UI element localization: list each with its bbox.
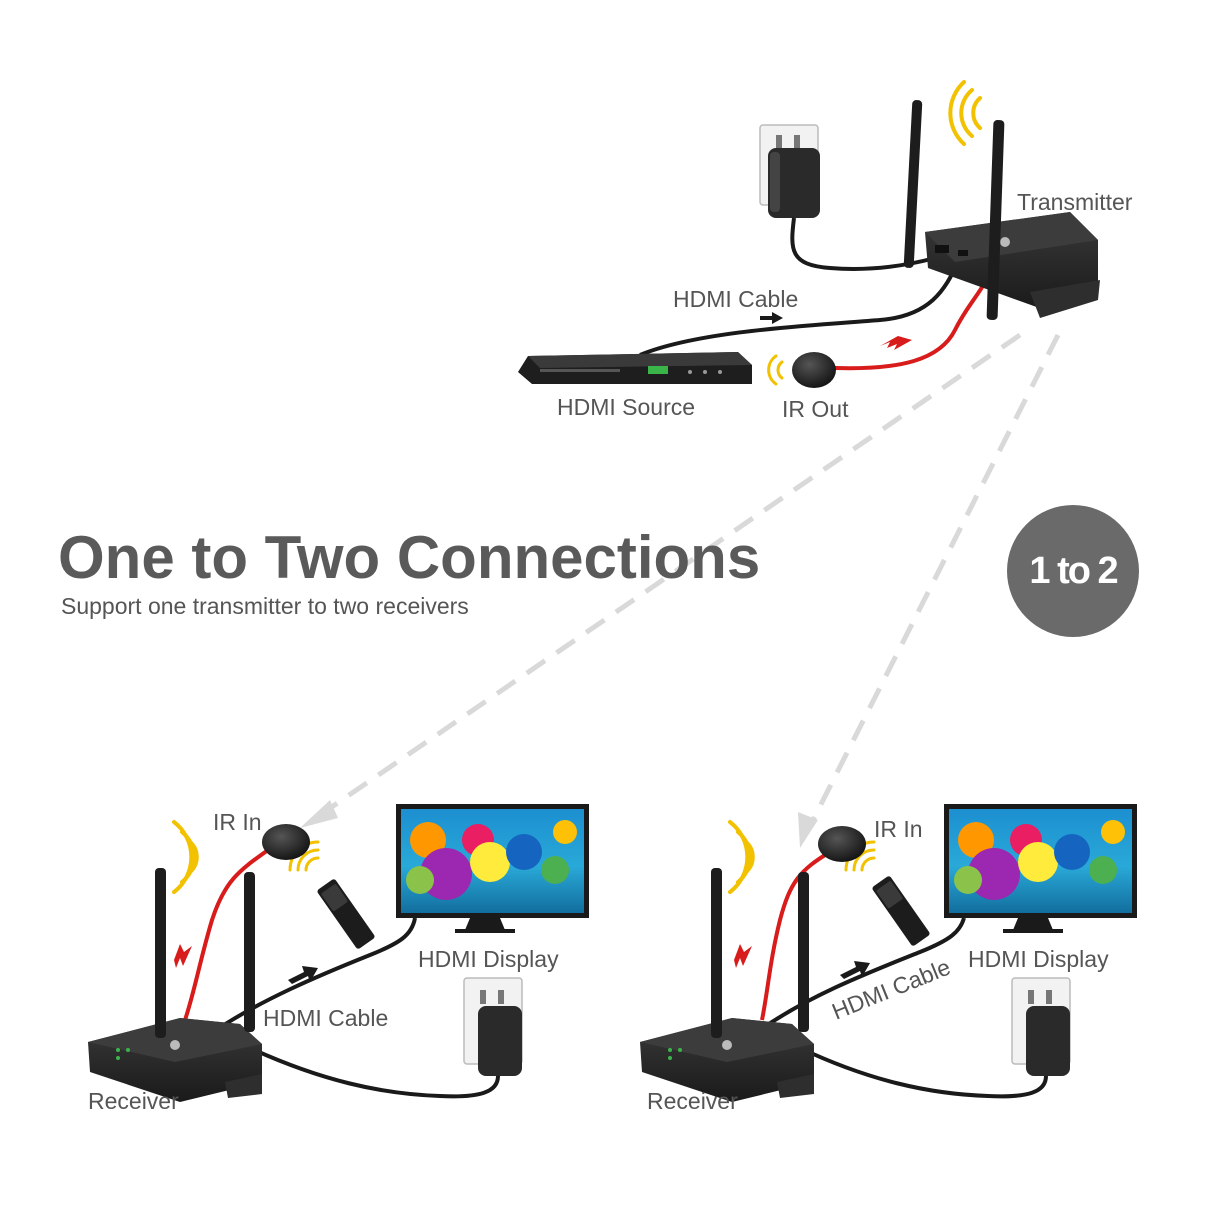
power-adapter-right [799, 977, 1071, 1099]
label-hdmi-display-right: HDMI Display [968, 946, 1109, 972]
ir-arrow-left [174, 944, 192, 968]
ir-arrow-top [880, 336, 912, 350]
hdmi-cable-top [639, 261, 960, 357]
label-hdmi-display-left: HDMI Display [418, 946, 559, 972]
label-hdmi-cable-left: HDMI Cable [263, 1005, 389, 1031]
remote-left [317, 879, 375, 949]
page-subtitle: Support one transmitter to two receivers [61, 593, 469, 619]
tv-right [944, 804, 1137, 933]
tv-left [396, 804, 589, 933]
receiver-device-left [88, 868, 262, 1102]
signal-waves-transmitter [948, 80, 982, 146]
label-transmitter: Transmitter [1017, 189, 1133, 215]
hdmi-arrow-left [288, 966, 318, 984]
ir-cable-right [760, 850, 832, 1021]
transmitter-device [903, 100, 1100, 321]
wireless-path-left [300, 332, 1022, 828]
wireless-path-right [798, 333, 1061, 848]
hdmi-arrow-top [760, 312, 783, 324]
label-ir-out: IR Out [782, 396, 849, 422]
ir-emitter-top [792, 352, 836, 388]
ir-receiver-eye-right [818, 826, 866, 862]
ir-cable-left [183, 848, 270, 1021]
label-ir-in-left: IR In [213, 809, 262, 835]
hdmi-arrow-right [840, 961, 870, 979]
remote-right [872, 876, 930, 946]
label-hdmi-source: HDMI Source [557, 394, 696, 420]
hdmi-source-player [518, 352, 752, 384]
signal-waves-receiver-left [172, 820, 199, 894]
label-ir-in-right: IR In [874, 816, 923, 842]
signal-waves-ir-out [767, 354, 784, 386]
page-title: One to Two Connections [58, 524, 761, 591]
label-hdmi-cable-top: HDMI Cable [673, 286, 799, 312]
badge-text: 1 to 2 [1029, 549, 1118, 592]
power-adapter-top [759, 124, 936, 271]
label-receiver-left: Receiver [88, 1088, 179, 1114]
ir-receiver-eye-left [262, 824, 310, 860]
label-receiver-right: Receiver [647, 1088, 738, 1114]
power-adapter-left [249, 977, 523, 1099]
one-to-two-badge: 1 to 2 [1007, 505, 1139, 637]
signal-waves-receiver-right [728, 820, 755, 894]
hdmi-cable-right [758, 917, 966, 1032]
ir-arrow-right [734, 944, 752, 968]
receiver-device-right [640, 868, 814, 1102]
